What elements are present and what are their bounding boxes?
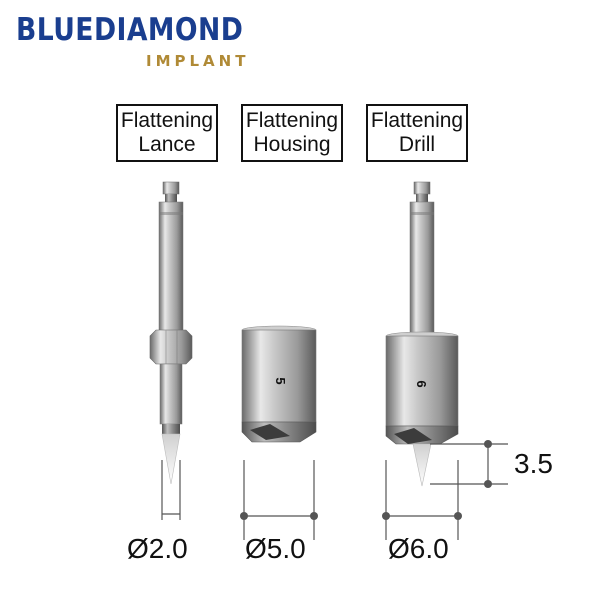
lance-shank — [158, 201, 184, 333]
housing-diameter-dimension — [240, 460, 318, 540]
flattening-lance — [149, 181, 193, 485]
lance-label-line2: Lance — [138, 133, 196, 156]
lance-diameter-dimension — [161, 460, 181, 520]
housing-label-box: Flattening Housing — [241, 104, 343, 162]
drill-shank-notch — [416, 194, 428, 202]
housing-size-marking: 5 — [273, 377, 288, 384]
lance-shank-notch — [165, 194, 177, 202]
drill-shank-top — [413, 181, 431, 195]
drill-shank — [409, 201, 435, 337]
flattening-housing: 5 — [241, 325, 317, 443]
drill-label-line1: Flattening — [370, 109, 464, 132]
flattening-drill: 6 — [385, 181, 459, 487]
housing-body — [241, 329, 317, 423]
drill-pilot-tip — [412, 443, 432, 487]
lance-hex-collar — [149, 329, 193, 365]
depth-dimension — [430, 440, 508, 488]
drill-label-line2: Drill — [398, 133, 436, 156]
housing-label-line1: Flattening — [245, 109, 339, 132]
lance-shank-top — [162, 181, 180, 195]
brand-logo-subtitle: IMPLANT — [146, 52, 250, 70]
drill-head — [385, 335, 459, 427]
drill-label-box: Flattening Drill — [366, 104, 468, 162]
housing-diameter-label: Ø5.0 — [245, 533, 306, 564]
drill-diameter-label: Ø6.0 — [388, 533, 449, 564]
lance-label-box: Flattening Lance — [116, 104, 218, 162]
drill-diameter-dimension — [382, 460, 462, 540]
brand-logo-name: BLUEDIAMOND — [16, 12, 244, 48]
depth-dimension-label: 3.5 — [514, 448, 553, 479]
housing-label-line2: Housing — [253, 133, 331, 156]
lance-neck — [162, 424, 180, 434]
drill-size-marking: 6 — [414, 380, 429, 387]
lance-lower-shaft — [159, 363, 183, 425]
lance-label-line1: Flattening — [120, 109, 214, 132]
lance-tip — [161, 433, 181, 485]
lance-diameter-label: Ø2.0 — [127, 533, 188, 564]
